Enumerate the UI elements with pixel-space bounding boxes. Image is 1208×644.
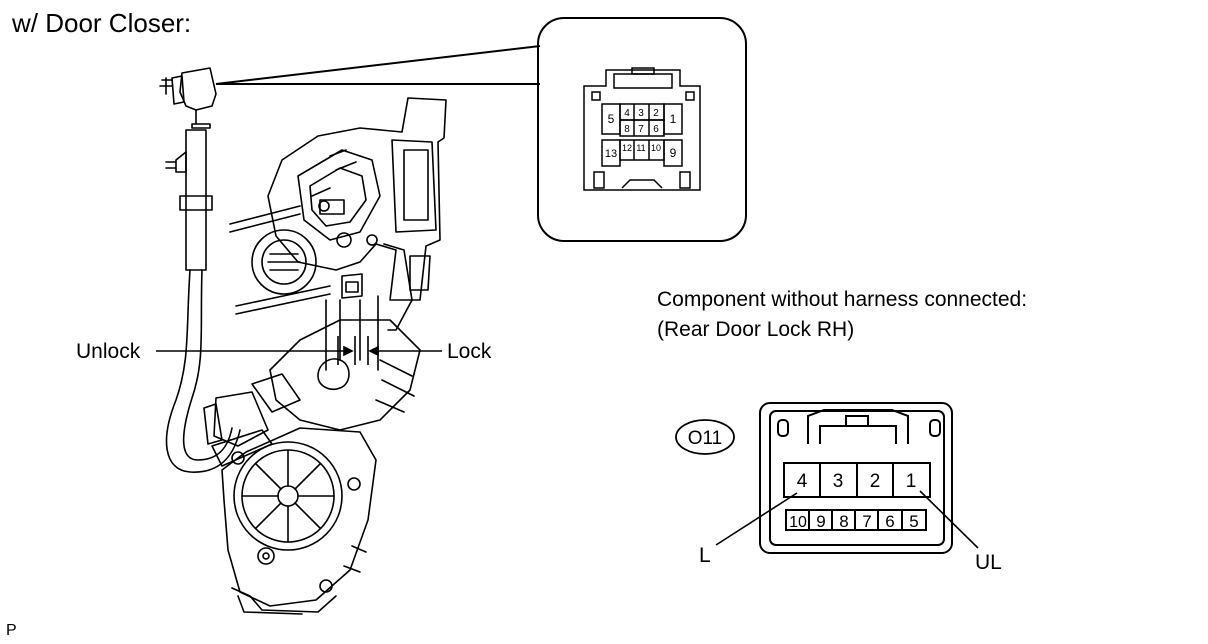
inset-callout	[215, 17, 747, 242]
inset-pin-3: 3	[638, 108, 644, 119]
leader-pin-l	[715, 492, 798, 546]
inset-pin-10: 10	[651, 143, 661, 153]
inset-pin-2: 2	[653, 108, 659, 119]
pin-5: 5	[909, 512, 918, 531]
inset-connector-pin-labels: 5 4 3 2 1 8 7 6 13 12 11 10 9	[605, 108, 677, 160]
inset-pin-5: 5	[608, 112, 615, 126]
figure-code: P	[6, 622, 17, 639]
pin-ul-label: UL	[975, 551, 1002, 574]
pin-l-label: L	[699, 544, 711, 567]
inset-pin-12: 12	[622, 143, 632, 153]
inset-pin-11: 11	[636, 143, 645, 153]
pin-8: 8	[839, 512, 848, 531]
pin-3: 3	[833, 471, 844, 492]
connector-id-text: O11	[688, 428, 723, 449]
leader-pin-ul	[919, 490, 979, 549]
inset-connector	[583, 67, 701, 191]
unlock-lock-indicator	[156, 336, 442, 365]
pin-7: 7	[862, 512, 871, 531]
inset-pin-7: 7	[638, 124, 644, 135]
inset-pin-1: 1	[670, 112, 677, 126]
pin-4: 4	[797, 471, 808, 492]
connector-o11-pin-labels: 4 3 2 1 10 9 8 7 6 5	[789, 471, 919, 531]
pin-leader-lines	[715, 490, 979, 549]
pin-1: 1	[906, 471, 917, 492]
inset-pin-4: 4	[624, 108, 630, 119]
inset-pin-13: 13	[605, 148, 617, 160]
unlock-label: Unlock	[76, 340, 141, 363]
component-caption-line-2: (Rear Door Lock RH)	[657, 318, 855, 341]
pin-10: 10	[789, 514, 807, 531]
pin-2: 2	[870, 471, 881, 492]
inset-pin-8: 8	[624, 124, 630, 135]
pin-6: 6	[885, 512, 894, 531]
pin-9: 9	[816, 512, 825, 531]
component-caption-line-1: Component without harness connected:	[657, 288, 1028, 311]
door-lock-assembly	[159, 67, 447, 615]
connector-id-badge: O11	[675, 419, 735, 455]
inset-pin-9: 9	[670, 146, 677, 160]
figure-title: w/ Door Closer:	[12, 8, 192, 38]
inset-pin-6: 6	[653, 124, 659, 135]
lock-label: Lock	[447, 340, 492, 363]
connector-o11	[759, 402, 953, 554]
